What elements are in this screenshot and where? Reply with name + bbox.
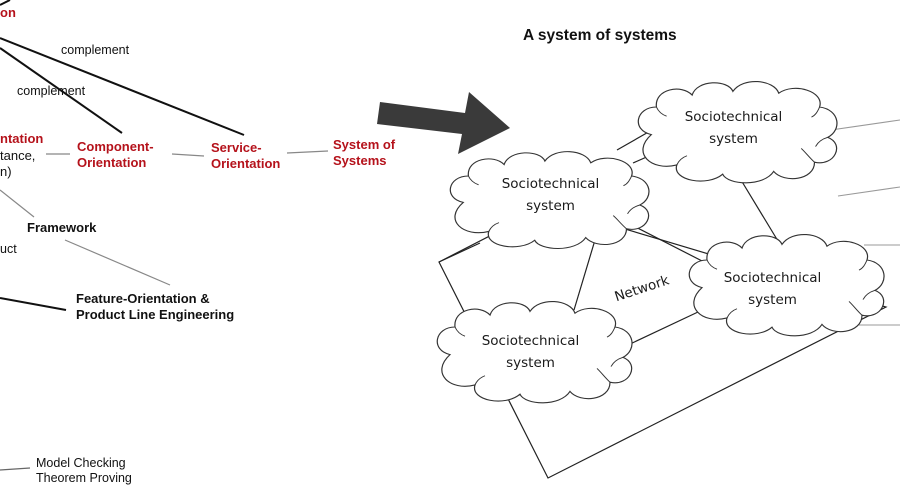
complement-line-3 [0,0,11,6]
service-orientation-line-2: Orientation [211,155,281,171]
complement-label-2: complement [17,84,86,98]
left-connectors [0,0,329,471]
orientation-detail-1: tance, [0,148,36,163]
framework-node: Framework [27,220,97,235]
system-of-systems-node: System of Systems [333,137,395,169]
network-frame [438,242,481,263]
complement-line-2 [0,47,123,134]
link-c2-c4 [740,179,782,247]
cloud-4-line-2: system [506,354,555,371]
feature-orientation-node: Feature-Orientation & Product Line Engin… [76,291,234,323]
component-to-service-line [171,153,205,157]
model-checking-label: Model Checking [36,456,126,470]
system-of-systems-line-2: Systems [333,152,387,168]
top-node-partial: on [0,5,16,20]
framework-to-feature-line [64,239,171,286]
cloud-2-label: Sociotechnical system [661,107,806,150]
feature-orientation-line-2: Product Line Engineering [76,306,235,322]
orientation-detail-2: n) [0,164,12,179]
product-partial-label: uct [0,242,17,256]
ext-link-2 [837,186,900,197]
theorem-proving-label: Theorem Proving [36,471,132,486]
cloud-4-line-1: Sociotechnical [481,333,580,349]
cloud-4-label: Sociotechnical system [458,331,603,374]
service-orientation-node: Service- Orientation [211,140,280,172]
service-orientation-line-1: Service- [211,140,262,155]
big-arrow-icon [377,92,510,154]
component-orientation-line-1: Component- [77,139,154,154]
system-of-systems-line-1: System of [333,137,396,152]
cloud-1-label: Sociotechnical system [478,174,623,217]
cloud-3-line-2: system [748,291,797,308]
to-verification-line [0,467,31,471]
link-c3-c4 [627,311,699,346]
cloud-2-line-2: system [709,130,758,147]
service-to-sos-line [286,150,329,154]
orientation-node-partial: ntation [0,131,44,146]
complement-label-1: complement [61,43,130,57]
component-orientation-node: Component- Orientation [77,139,154,171]
component-orientation-line-2: Orientation [77,154,147,170]
cloud-3-line-1: Sociotechnical [723,270,822,286]
verification-node: Model Checking Theorem Proving [36,456,132,487]
cloud-3-label: Sociotechnical system [700,268,845,311]
cloud-2-line-1: Sociotechnical [684,109,783,125]
network-diagram [436,80,900,479]
diagram-title: A system of systems [523,27,677,44]
cloud-1-line-1: Sociotechnical [501,176,600,192]
cloud-1-line-2: system [526,197,575,214]
feature-orientation-line-1: Feature-Orientation & [76,291,210,306]
orientation-to-framework-line [0,189,35,218]
complement-line-1 [0,37,245,136]
ext-link-1 [830,119,900,131]
to-feature-line [0,297,67,311]
